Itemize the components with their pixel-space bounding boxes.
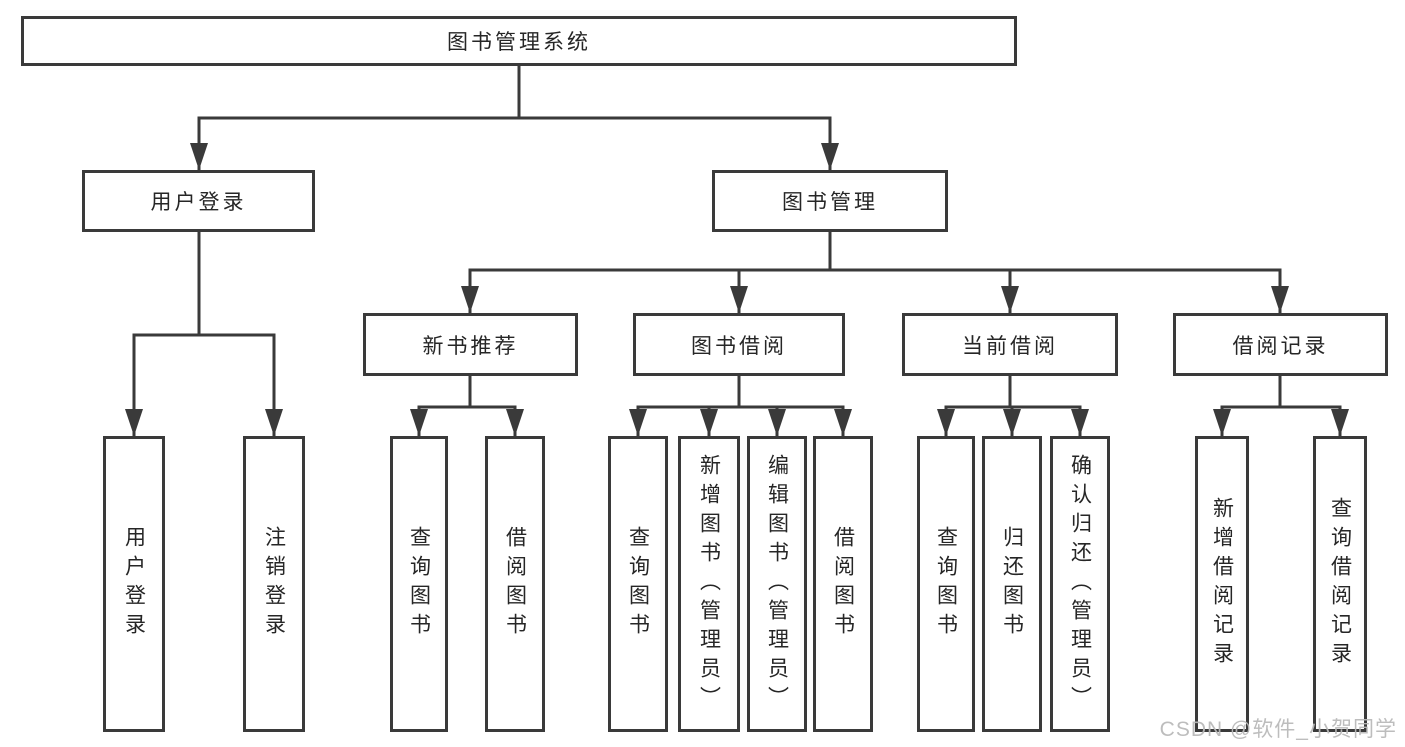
leaf-label: 确认归还（管理员） — [1068, 453, 1092, 715]
leaf-add-book-admin: 新增图书（管理员） — [678, 436, 740, 732]
leaf-user-login: 用户登录 — [103, 436, 165, 732]
leaf-borrow-books-recommend: 借阅图书 — [485, 436, 545, 732]
leaf-query-borrow-record: 查询借阅记录 — [1313, 436, 1367, 732]
leaf-label: 借阅图书 — [503, 526, 527, 642]
leaf-label: 新增借阅记录 — [1210, 497, 1234, 671]
node-new-book-recommendation: 新书推荐 — [363, 313, 578, 376]
leaf-edit-book-admin: 编辑图书（管理员） — [747, 436, 807, 732]
csdn-watermark: CSDN @软件_小贺同学 — [1159, 718, 1397, 741]
connector-book-borrow-children — [629, 376, 852, 436]
leaf-label: 查询借阅记录 — [1328, 497, 1352, 671]
node-book-management: 图书管理 — [712, 170, 948, 232]
leaf-add-borrow-record: 新增借阅记录 — [1195, 436, 1249, 732]
connector-user-login-children — [125, 232, 283, 436]
connector-root-children — [190, 66, 839, 170]
node-book-borrowing: 图书借阅 — [633, 313, 845, 376]
leaf-label: 用户登录 — [122, 526, 146, 642]
leaf-query-books-current: 查询图书 — [917, 436, 975, 732]
connector-borrow-records-children — [1213, 376, 1349, 436]
leaf-label: 借阅图书 — [831, 526, 855, 642]
leaf-query-books-borrow: 查询图书 — [608, 436, 668, 732]
leaf-logout: 注销登录 — [243, 436, 305, 732]
leaf-label: 注销登录 — [262, 526, 286, 642]
connector-current-borrow-children — [937, 376, 1089, 436]
leaf-query-books-recommend: 查询图书 — [390, 436, 448, 732]
leaf-label: 查询图书 — [407, 526, 431, 642]
leaf-label: 查询图书 — [626, 526, 650, 642]
node-borrowing-records: 借阅记录 — [1173, 313, 1388, 376]
node-library-management-system: 图书管理系统 — [21, 16, 1017, 66]
node-user-login: 用户登录 — [82, 170, 315, 232]
leaf-label: 归还图书 — [1000, 526, 1024, 642]
node-current-borrowing: 当前借阅 — [902, 313, 1118, 376]
leaf-label: 查询图书 — [934, 526, 958, 642]
leaf-label: 编辑图书（管理员） — [765, 453, 789, 715]
connector-new-book-children — [410, 376, 524, 436]
leaf-label: 新增图书（管理员） — [697, 453, 721, 715]
leaf-confirm-return-admin: 确认归还（管理员） — [1050, 436, 1110, 732]
leaf-borrow-books-borrow: 借阅图书 — [813, 436, 873, 732]
leaf-return-book: 归还图书 — [982, 436, 1042, 732]
connector-book-management-children — [461, 232, 1289, 313]
